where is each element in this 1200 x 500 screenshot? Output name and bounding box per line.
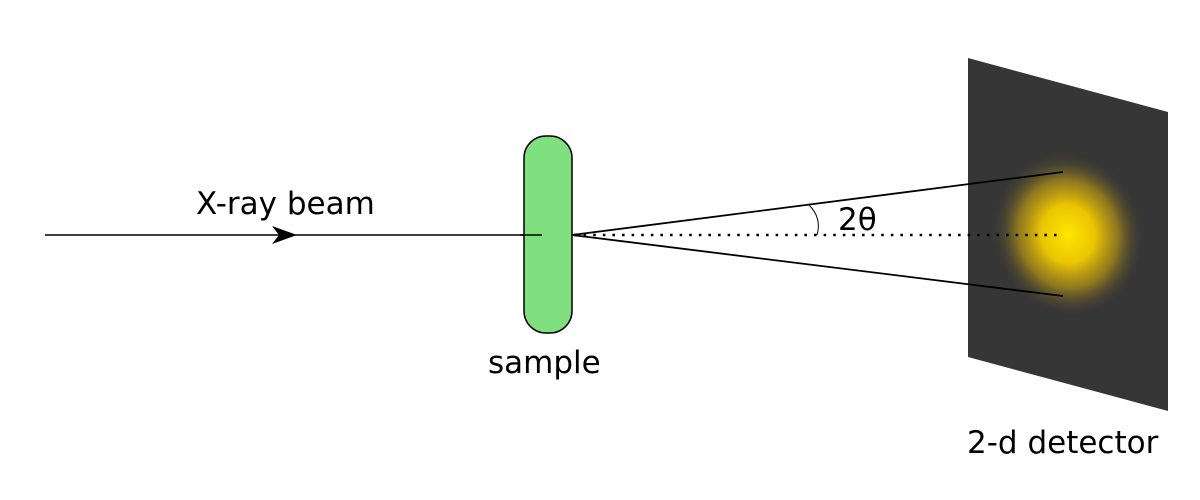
diffracted-ray-lower <box>571 234 1064 297</box>
diffraction-spot <box>991 150 1145 318</box>
beam-label: X-ray beam <box>196 186 375 222</box>
angle-arc <box>808 204 819 236</box>
detector-label: 2-d detector <box>967 425 1159 461</box>
angle-label: 2θ <box>838 202 877 238</box>
sample-label: sample <box>488 345 601 381</box>
diffracted-ray-upper <box>571 171 1064 236</box>
beam-arrowhead <box>272 226 297 244</box>
